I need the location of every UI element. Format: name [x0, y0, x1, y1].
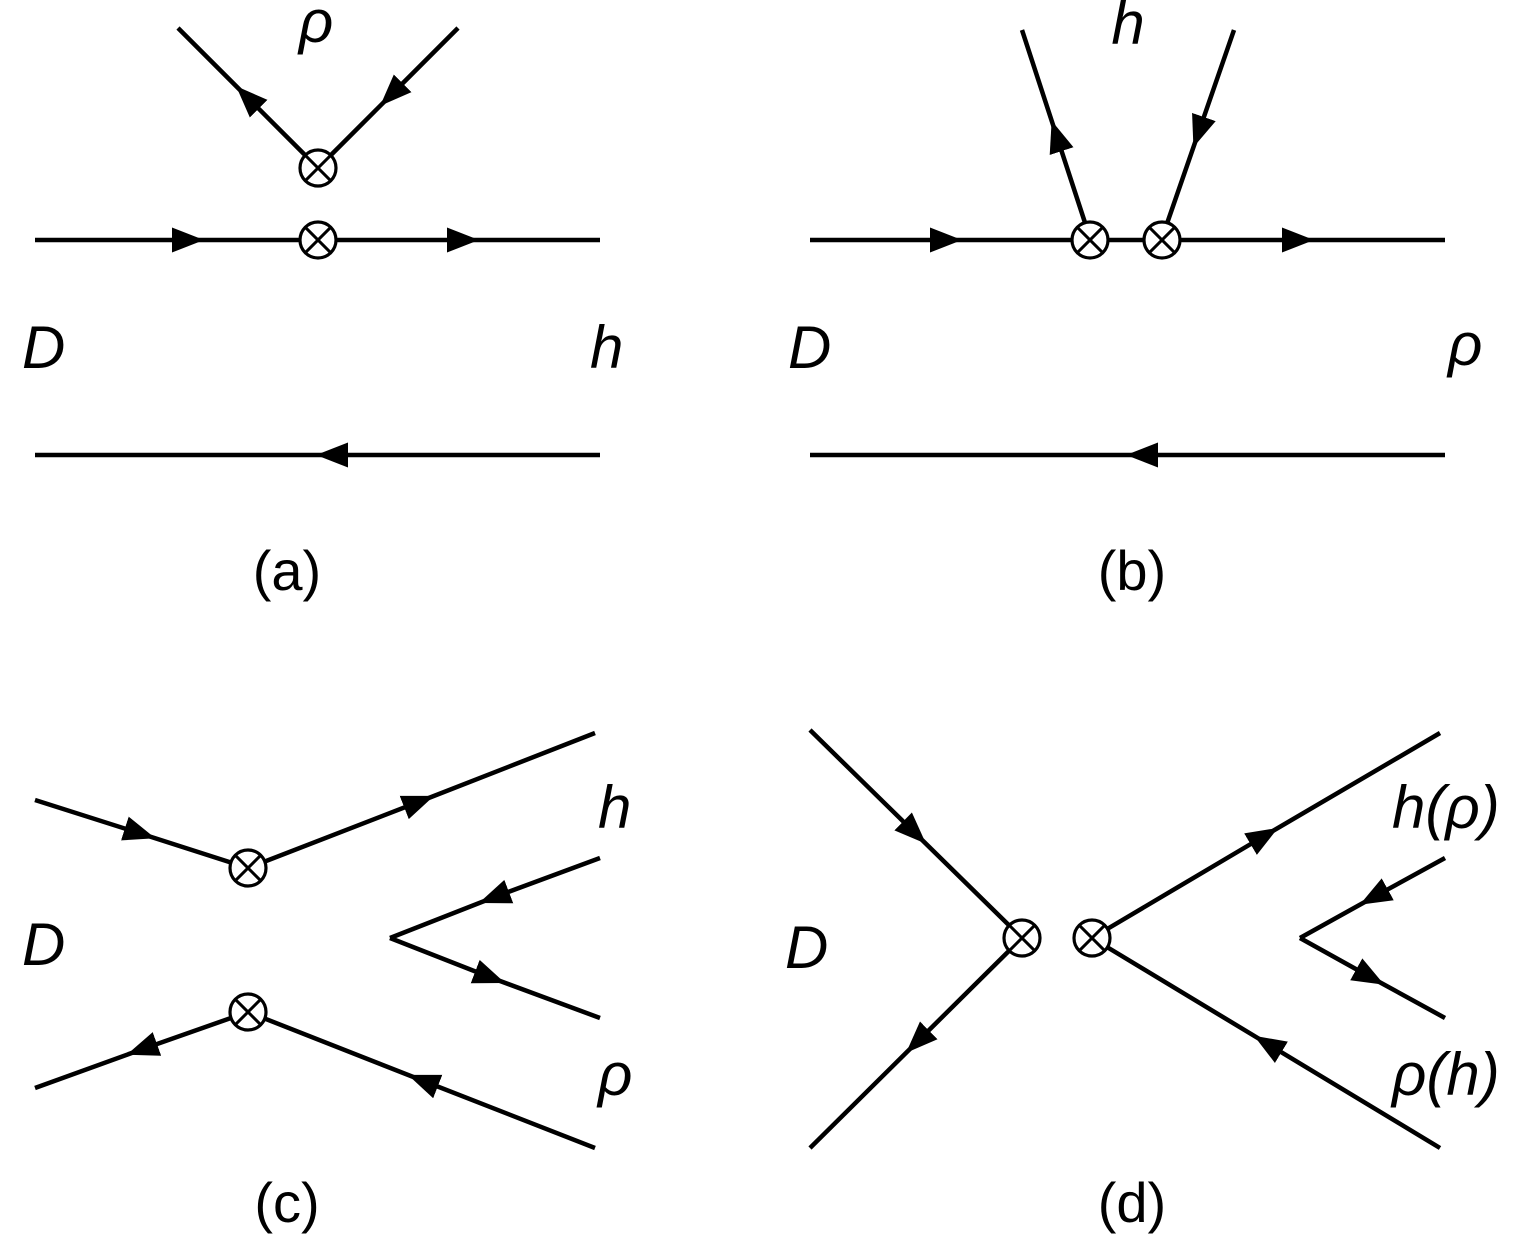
final-state-label: h — [590, 314, 623, 381]
panel-caption: (c) — [254, 1171, 319, 1234]
panel-a: ρ D h (a) — [22, 0, 623, 602]
meson-label: ρ — [297, 0, 333, 55]
final-state-label: ρ — [1446, 311, 1482, 378]
meson-quark-line — [176, 26, 320, 170]
initial-state-label: D — [22, 314, 65, 381]
panel-caption: (b) — [1098, 539, 1166, 602]
operator-vertex-icon — [1002, 918, 1042, 958]
panel-caption: (d) — [1098, 1171, 1166, 1234]
spectator-antiquark-line — [389, 855, 601, 941]
incoming-quark-line — [34, 797, 249, 871]
outgoing-antiquark-line — [808, 936, 1024, 1150]
incoming-quark-line — [808, 728, 1024, 940]
operator-vertex-icon — [1142, 220, 1182, 260]
operator-vertex-icon — [228, 848, 268, 888]
lower-final-label: ρ — [596, 1041, 632, 1108]
lower-final-label: ρ(h) — [1390, 1041, 1500, 1108]
panel-caption: (a) — [253, 539, 321, 602]
incoming-antiquark-line — [247, 1009, 596, 1151]
outgoing-quark-line — [247, 730, 596, 871]
panel-b: h D ρ (b) — [788, 0, 1482, 602]
panel-c: h D ρ (c) — [22, 730, 632, 1234]
initial-state-label: D — [788, 314, 831, 381]
operator-vertex-icon — [228, 992, 268, 1032]
operator-vertex-icon — [1070, 220, 1110, 260]
initial-state-label: D — [22, 911, 65, 978]
operator-vertex-icon — [1072, 918, 1112, 958]
operator-vertex-icon — [298, 148, 338, 188]
panel-d: h(ρ) D ρ(h) (d) — [785, 728, 1500, 1234]
initial-state-label: D — [785, 914, 828, 981]
upper-final-label: h(ρ) — [1392, 774, 1500, 841]
outgoing-quark-line — [1090, 731, 1442, 940]
meson-quark-line — [1019, 29, 1093, 239]
incoming-antiquark-line — [1090, 936, 1442, 1150]
operator-vertex-icon — [298, 220, 338, 260]
spectator-antiquark-line — [1298, 856, 1447, 940]
spectator-quark-line — [389, 935, 601, 1021]
spectator-quark-line — [1298, 936, 1447, 1020]
outgoing-antiquark-line — [34, 1009, 249, 1091]
meson-antiquark-line — [1159, 29, 1237, 239]
upper-final-label: h — [598, 774, 631, 841]
meson-antiquark-line — [316, 26, 460, 170]
meson-label: h — [1111, 0, 1144, 57]
